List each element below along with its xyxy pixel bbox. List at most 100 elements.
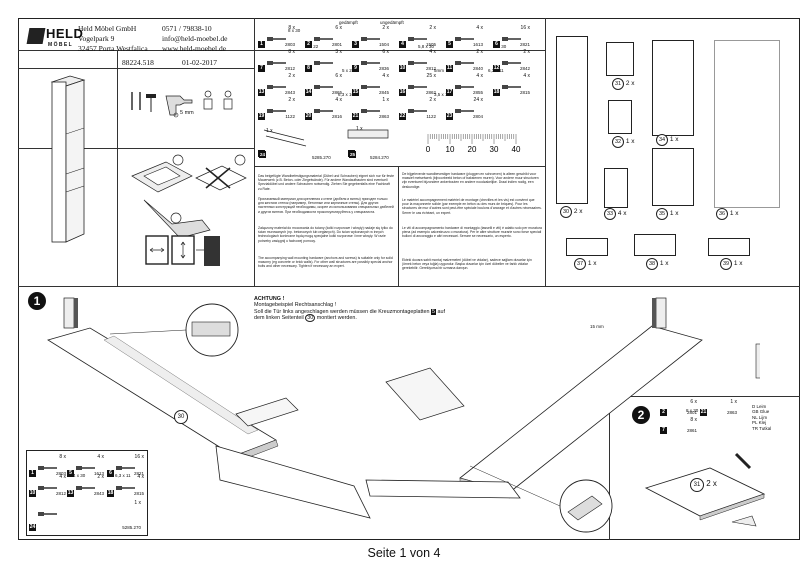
hardware-part-icon	[314, 30, 334, 41]
company-address: Held Möbel GmbH Vogelpark 9 32457 Porta …	[78, 24, 148, 54]
attention-ref-circle: 30	[305, 314, 316, 323]
divider	[609, 396, 800, 397]
panel-qty: 1 x	[733, 260, 743, 267]
hardware-part-icon	[361, 30, 381, 41]
part-code: 1504	[378, 42, 389, 47]
logo-sub: MÖBEL	[48, 42, 74, 48]
panel-label-35: 35 1 x	[656, 208, 678, 220]
label-damped: gedämpft	[339, 20, 358, 25]
hardware-part-icon	[408, 78, 428, 89]
part-badge: 24	[29, 524, 36, 531]
part-badge: 5	[67, 470, 74, 477]
hardware-size-label: 8 x 30	[288, 28, 301, 33]
panel-label-30: 30 2 x	[560, 206, 582, 218]
panel-label-37: 37 1 x	[574, 258, 596, 270]
note-nl: De bijgeleverde wandbevestiger hardware …	[402, 172, 539, 189]
company-name: Held Möbel GmbH	[78, 24, 137, 33]
part-qty: 4 x	[59, 474, 66, 480]
part-badge: 6	[107, 470, 114, 477]
company-street: Vogelpark 9	[78, 34, 115, 43]
glue-legend-de: D Leim	[752, 404, 767, 409]
part-code: 2863	[726, 410, 737, 415]
ruler-label: 20	[468, 145, 477, 154]
attention-line-2b: auf	[437, 308, 446, 315]
attention-line-2: Soll die Tür links angeschlagen werden m…	[254, 308, 430, 315]
divider	[18, 148, 254, 149]
part-code: 2816	[331, 114, 342, 119]
part-qty: 6 x	[690, 399, 697, 405]
part-code: 2815	[519, 90, 530, 95]
panel-number: 35	[656, 208, 668, 220]
panel-qty: 4 x	[617, 210, 627, 217]
panel-label-36: 36 1 x	[716, 208, 738, 220]
part-badge: 15	[352, 89, 359, 96]
panel-31	[606, 42, 634, 76]
panel-33	[604, 168, 628, 208]
company-city: 32457 Porta Westfalica	[78, 44, 148, 53]
part-code: 2865	[331, 90, 342, 95]
step-1-assembly-drawing	[47, 297, 760, 533]
divider	[254, 166, 545, 167]
glue-legend-pl: PL Klej	[752, 420, 767, 426]
step2-panel-label: 31	[690, 478, 704, 492]
part-code: 2836	[378, 66, 389, 71]
panel-label-38: 38 1 x	[646, 258, 668, 270]
note-tr: Ekteki duvara sabit montaj malzemeleri (…	[402, 258, 532, 271]
hardware-part-icon	[314, 78, 334, 89]
part-qty: 4 x	[476, 25, 483, 31]
panel-30	[556, 36, 588, 204]
panel-number: 38	[646, 258, 658, 270]
panel-qty: 1 x	[669, 136, 679, 143]
part-qty: 25 x	[426, 73, 436, 79]
step2-size: 8 x 30	[686, 408, 699, 413]
part-badge: 8	[305, 65, 312, 72]
hardware-part-8: 8 3 x	[305, 48, 344, 72]
hardware-size-label: 5 x 25	[342, 68, 355, 73]
part-badge: 6	[493, 41, 500, 48]
inset-part-icon	[76, 479, 96, 490]
part-code: 2812	[284, 66, 295, 71]
divider	[18, 286, 800, 287]
company-email: info@held-moebel.de	[162, 34, 228, 43]
panel-number: 36	[716, 208, 728, 220]
logo-mark-icon	[26, 28, 46, 44]
part-badge: 20	[305, 113, 312, 120]
drill-size: 5 mm	[180, 110, 194, 116]
ruler-label: 10	[446, 145, 455, 154]
part-badge: 1	[29, 470, 36, 477]
part-badge: 13	[67, 490, 74, 497]
part-qty: 1 x	[382, 97, 389, 103]
hardware-part-icon	[361, 54, 381, 65]
part-qty: 3 x	[335, 49, 342, 55]
part-badge: 9	[352, 65, 359, 72]
hardware-part-icon	[408, 102, 428, 113]
panel-label-34: 34 1 x	[656, 134, 678, 146]
panel-35	[652, 148, 694, 206]
part-qty: 2 x	[288, 97, 295, 103]
panel-38	[634, 234, 676, 256]
part-code: 2804	[472, 114, 483, 119]
floor-protection-drawing	[131, 154, 247, 193]
divider	[18, 68, 254, 69]
part-qty: 2 x	[382, 25, 389, 31]
part-badge: 4	[399, 41, 406, 48]
divider	[545, 18, 546, 286]
instruction-sheet	[18, 18, 800, 540]
hardware-part-icon	[314, 54, 334, 65]
part-qty: 1 x	[356, 126, 363, 132]
part-badge: 22	[399, 113, 406, 120]
part-code: 2812	[425, 66, 436, 71]
